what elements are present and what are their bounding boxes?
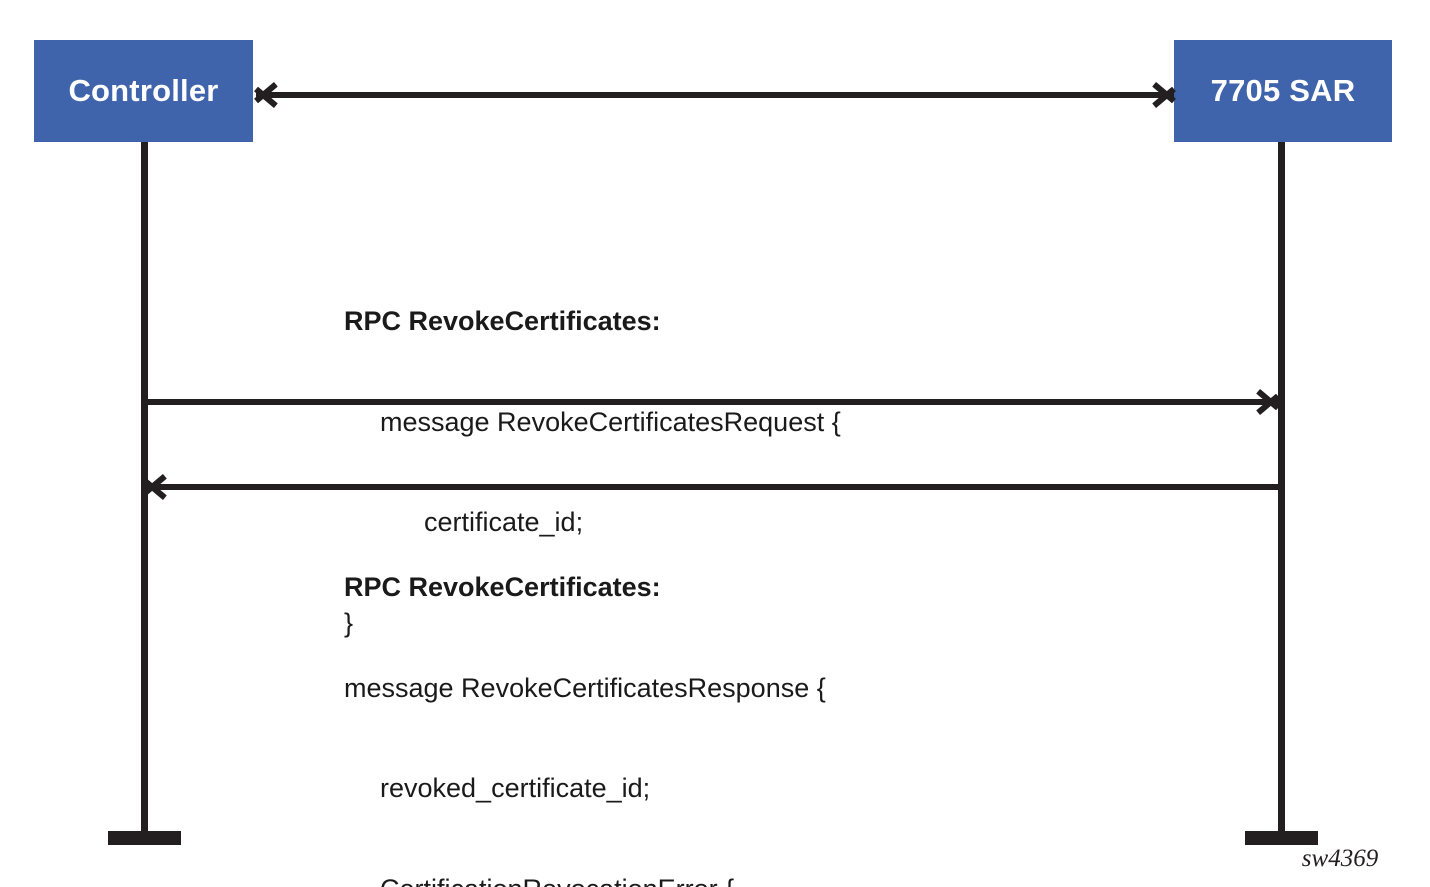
participant-label-7705-sar: 7705 SAR — [1210, 73, 1356, 108]
response-arrowhead-left-icon — [145, 474, 171, 500]
message-line: message RevokeCertificatesResponse { — [344, 672, 826, 703]
message-line: certificate_id; — [424, 507, 584, 537]
top-connector-line — [256, 92, 1174, 98]
lifeline-7705-sar — [1278, 142, 1285, 840]
message-line: CertificationRevocationError { — [344, 873, 826, 887]
request-arrowhead-right-icon — [1252, 389, 1278, 415]
request-arrow-line — [145, 399, 1278, 405]
message-line: } — [344, 607, 354, 638]
arrowhead-right-icon — [1148, 82, 1174, 108]
figure-id-label: sw4369 — [1301, 845, 1379, 872]
message-line: message RevokeCertificatesRequest { — [380, 406, 841, 437]
message-line: revoked_certificate_id; — [380, 773, 651, 803]
message-line: RPC RevokeCertificates: — [344, 572, 661, 602]
lifeline-terminator-7705-sar — [1245, 831, 1318, 845]
participant-box-controller: Controller — [34, 40, 253, 142]
participant-box-7705-sar: 7705 SAR — [1174, 40, 1392, 142]
message-block-request: RPC RevokeCertificates: message RevokeCe… — [344, 238, 841, 707]
participant-label-controller: Controller — [68, 73, 219, 108]
lifeline-terminator-controller — [108, 831, 181, 845]
message-block-response: RPC RevokeCertificates: message RevokeCe… — [344, 504, 826, 887]
arrowhead-left-icon — [256, 82, 282, 108]
message-line: RPC RevokeCertificates: — [344, 306, 661, 336]
response-arrow-line — [145, 484, 1282, 490]
